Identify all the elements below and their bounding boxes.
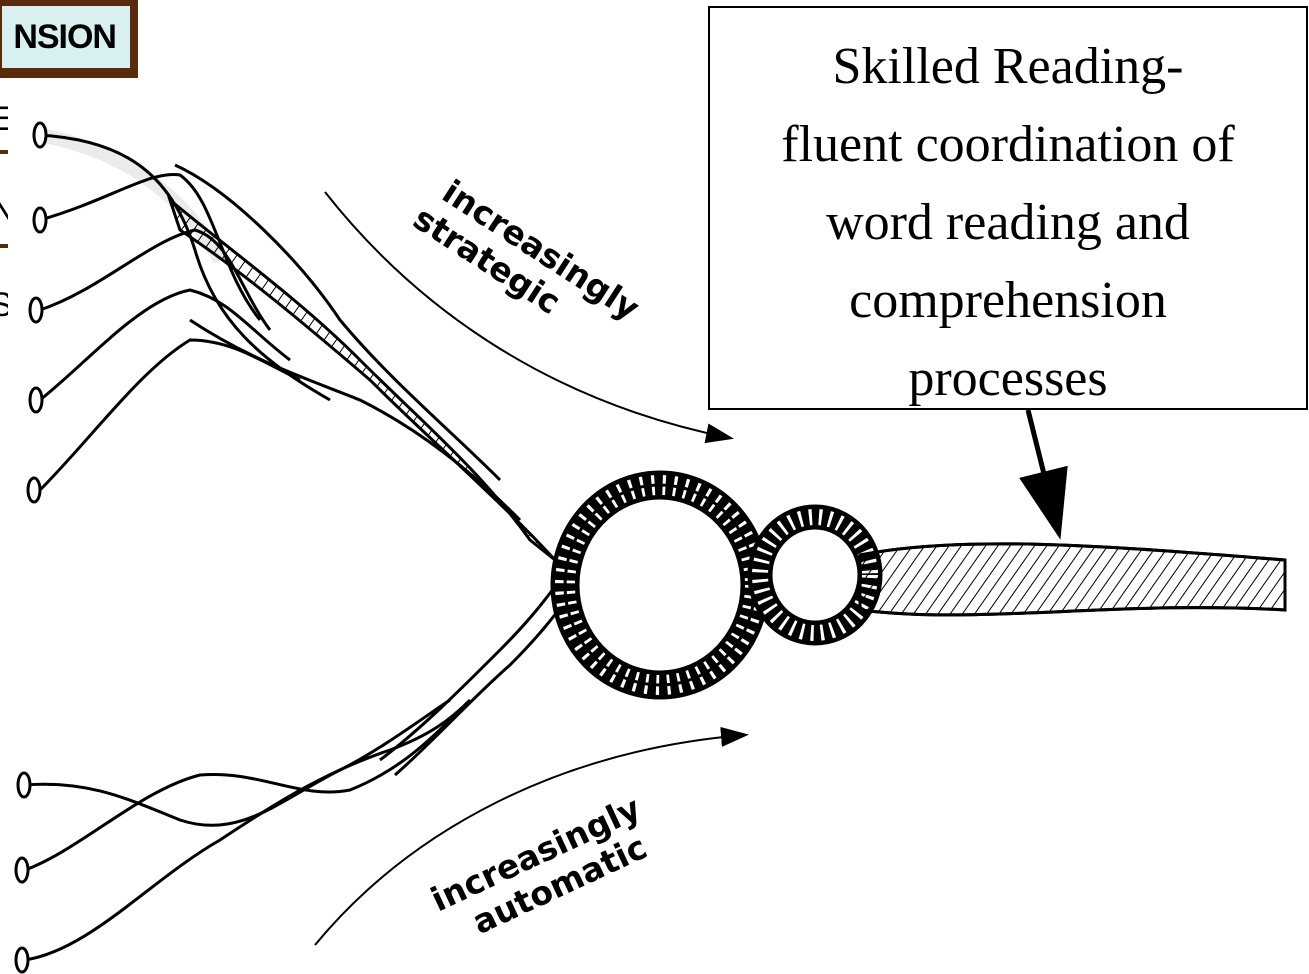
strategic-label: increasingly strategic — [407, 167, 647, 360]
callout-line: fluent coordination of — [713, 106, 1303, 184]
automatic-label: increasingly automatic — [425, 788, 663, 953]
callout-line: word reading and — [713, 184, 1303, 262]
callout-text: Skilled Reading- fluent coordination of … — [713, 28, 1303, 418]
callout-line: Skilled Reading- — [713, 28, 1303, 106]
skilled-reading-callout: Skilled Reading- fluent coordination of … — [708, 6, 1308, 410]
lower-strands — [25, 700, 470, 960]
lower-braid — [380, 580, 570, 775]
woven-rope — [860, 544, 1285, 615]
lower-strand-ends — [16, 773, 30, 972]
callout-line: comprehension — [713, 262, 1303, 340]
callout-pointer-arrow — [1028, 410, 1058, 530]
rope-loops — [552, 472, 881, 698]
upper-strand-ends — [28, 123, 46, 502]
upper-strands — [40, 135, 330, 490]
callout-line: processes — [713, 340, 1303, 418]
